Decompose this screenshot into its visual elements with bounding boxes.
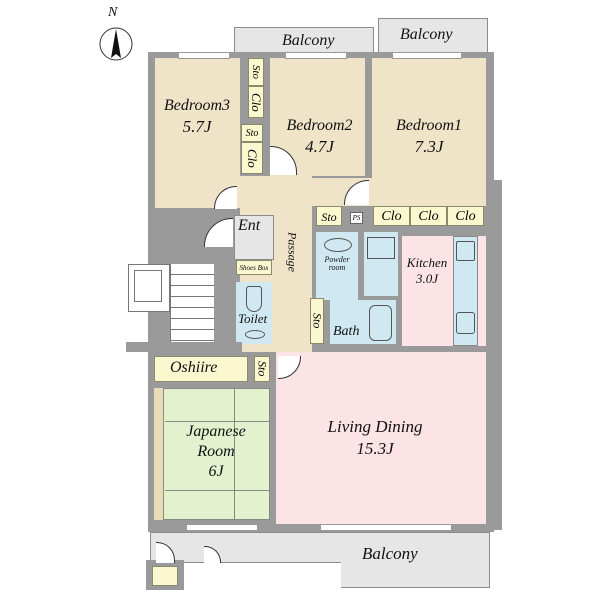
balcony-top-right-label: Balcony xyxy=(400,26,453,43)
window xyxy=(186,524,258,531)
window xyxy=(320,524,452,531)
powder-room-name2: room xyxy=(328,263,346,273)
toilet-label: Toilet xyxy=(238,311,268,326)
closet-clo-1: Clo xyxy=(248,86,264,118)
japanese-room-name2: Room xyxy=(197,442,235,460)
exterior-wall-right xyxy=(486,180,502,530)
bedroom1-name: Bedroom1 xyxy=(395,117,463,134)
bedroom1 xyxy=(372,58,486,206)
bath xyxy=(330,300,396,344)
tokonoma xyxy=(154,388,164,520)
balcony-top-left xyxy=(234,27,374,53)
living-dining-name: Living Dining xyxy=(327,417,423,436)
bedroom2-name: Bedroom2 xyxy=(286,117,353,134)
bedroom3-name: Bedroom3 xyxy=(163,97,231,114)
washer-space xyxy=(364,232,398,296)
stair-wall xyxy=(126,342,242,352)
balcony-top-right xyxy=(378,18,488,53)
washing-machine-icon xyxy=(367,237,395,259)
storage-sto-4: Sto xyxy=(310,298,325,344)
pipe-space-ps: PS xyxy=(350,212,363,224)
kitchen-counter xyxy=(453,236,478,346)
storage-sto-1: Sto xyxy=(248,58,264,86)
utility-closet xyxy=(152,566,178,586)
toilet-sink-icon xyxy=(245,330,265,339)
kitchen-sink-icon xyxy=(456,312,475,334)
japanese-room-name: Japanese xyxy=(186,423,246,440)
stair-enclosure xyxy=(128,264,170,312)
storage-sto-5: Sto xyxy=(254,356,270,382)
bedroom1-label: Bedroom1 7.3J xyxy=(372,117,486,156)
bath-label: Bath xyxy=(333,324,360,339)
north-arrow-icon xyxy=(99,27,133,61)
bedroom2-size: 4.7J xyxy=(305,136,334,156)
kitchen-size: 3.0J xyxy=(415,270,439,286)
japanese-room xyxy=(154,388,270,520)
closet-clo-2: Clo xyxy=(241,142,263,174)
window xyxy=(392,52,462,59)
tatami-line xyxy=(165,421,270,422)
balcony-top-left-label: Balcony xyxy=(282,32,335,49)
entrance xyxy=(234,215,274,260)
stairs xyxy=(170,264,214,342)
passage-label: Passage xyxy=(285,232,300,272)
window xyxy=(178,52,230,59)
powder-room-name: Powder xyxy=(324,255,350,264)
storage-sto-3: Sto xyxy=(316,206,342,226)
japanese-room-size: 6J xyxy=(208,462,224,480)
kitchen-label: Kitchen 3.0J xyxy=(402,256,452,285)
tatami-line xyxy=(165,490,270,491)
compass-north-label: N xyxy=(108,5,118,20)
stove-icon xyxy=(456,241,475,261)
closet-clo-4: Clo xyxy=(410,206,447,226)
living-dining-size: 15.3J xyxy=(356,438,394,458)
japanese-room-label: Japanese Room 6J xyxy=(166,423,266,480)
closet-clo-3: Clo xyxy=(373,206,410,226)
compass: N xyxy=(96,5,136,66)
living-dining xyxy=(276,352,486,524)
tatami-line xyxy=(234,388,235,520)
toilet-bowl-icon xyxy=(246,286,262,312)
closet-clo-5: Clo xyxy=(447,206,484,226)
bathtub-icon xyxy=(369,305,392,341)
wash-basin-icon xyxy=(324,238,352,252)
oshiire xyxy=(154,356,248,382)
kitchen-name: Kitchen xyxy=(406,255,448,270)
bedroom3 xyxy=(155,58,240,208)
powder-room-label: Powder room xyxy=(316,255,358,273)
bedroom3-size: 5.7J xyxy=(182,116,212,136)
balcony-bottom-label: Balcony xyxy=(362,544,418,563)
entrance-label: Ent xyxy=(238,217,261,234)
bedroom2-label: Bedroom2 4.7J xyxy=(272,117,367,156)
oshiire-label: Oshiire xyxy=(170,359,218,376)
living-dining-label: Living Dining 15.3J xyxy=(290,418,460,458)
bedroom1-size: 7.3J xyxy=(414,136,444,156)
window xyxy=(285,52,347,59)
shoes-box: Shoes Box xyxy=(236,260,272,275)
stair-inner xyxy=(134,270,162,302)
storage-sto-2: Sto xyxy=(241,124,263,142)
bedroom3-label: Bedroom3 5.7J xyxy=(155,97,239,136)
